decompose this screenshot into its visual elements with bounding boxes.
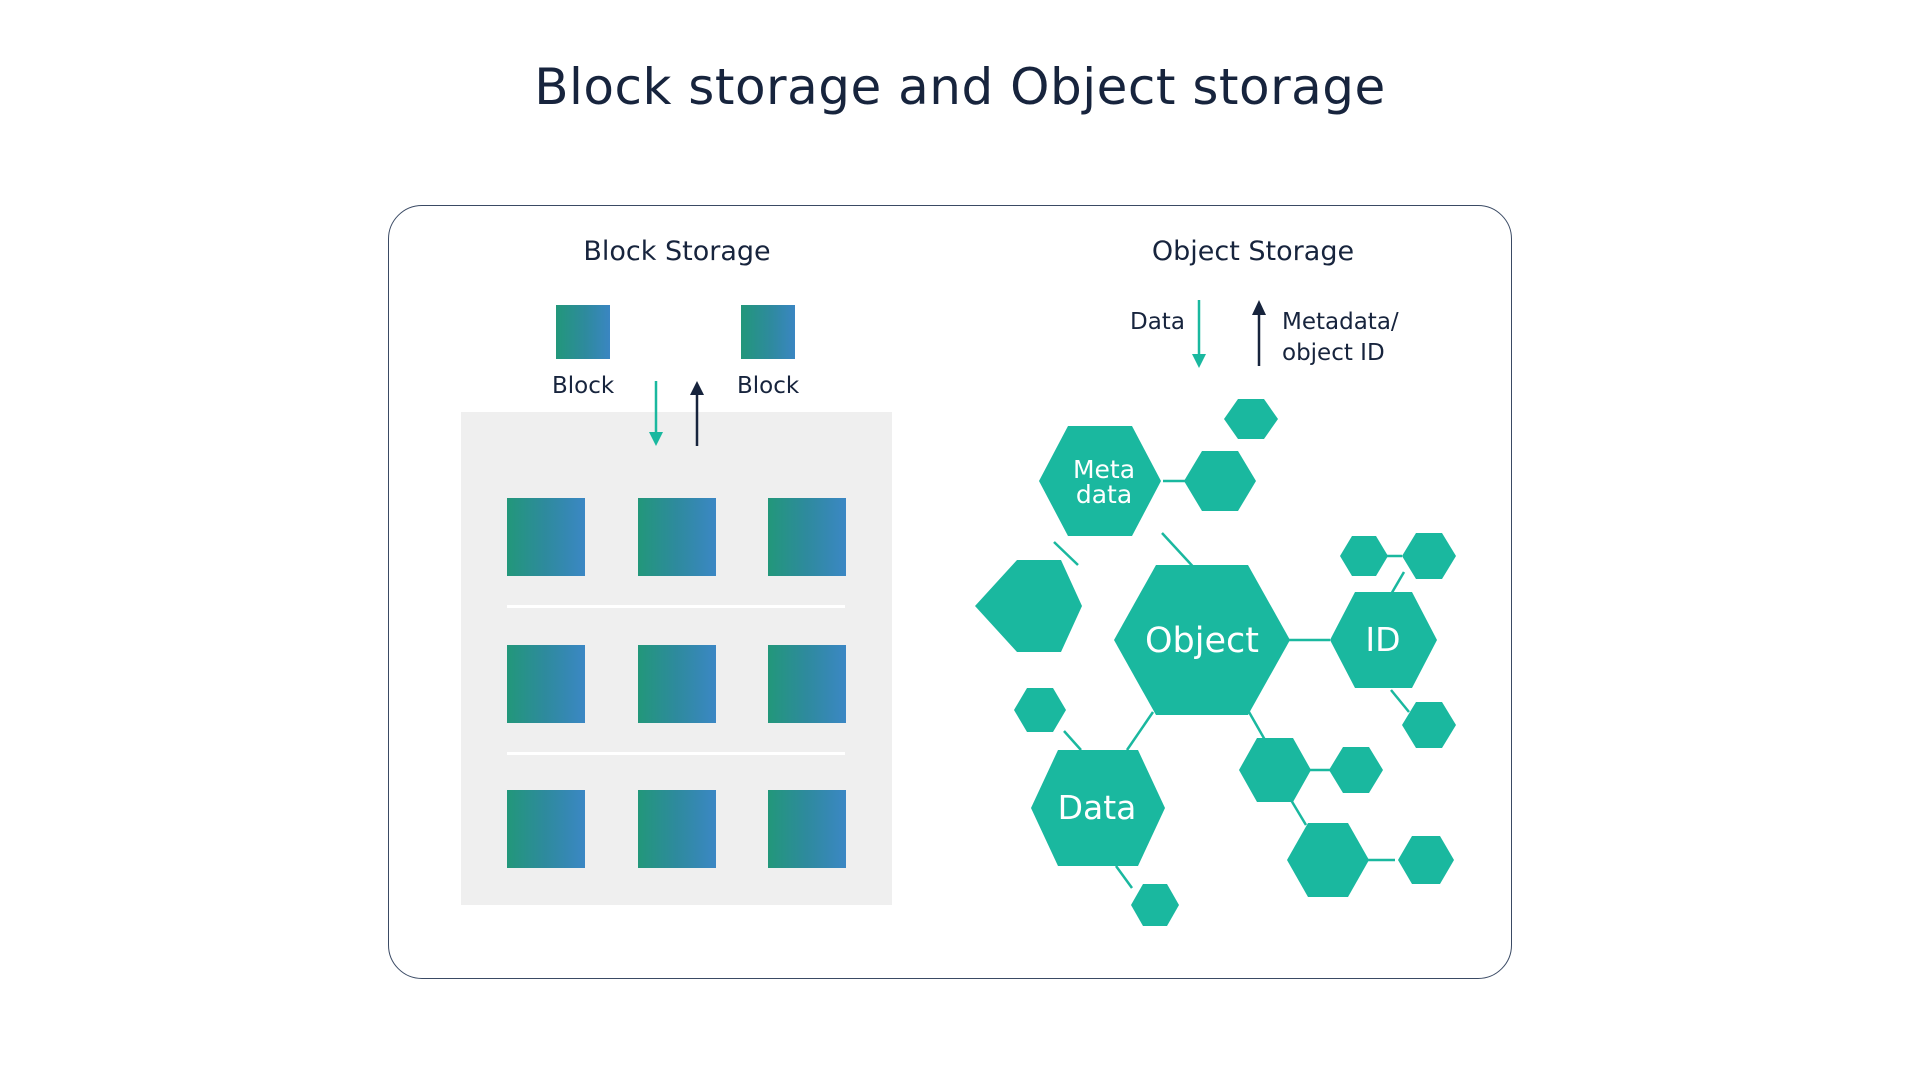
small-hexagon <box>1398 836 1454 884</box>
incoming-block-right <box>741 305 795 359</box>
small-hexagon <box>1329 747 1383 793</box>
incoming-block-left <box>556 305 610 359</box>
object-hexagon <box>1114 565 1290 715</box>
rack-divider <box>507 605 845 608</box>
small-hexagon <box>1402 533 1456 579</box>
object-hex-label: Object <box>1145 621 1259 661</box>
storage-block <box>638 498 716 576</box>
storage-block <box>768 498 846 576</box>
small-hexagon <box>1184 451 1256 511</box>
medium-hexagon <box>1239 738 1311 802</box>
storage-block <box>507 790 585 868</box>
small-hexagon <box>1402 702 1456 748</box>
small-hexagon <box>1224 399 1278 439</box>
block-label-left: Block <box>552 373 615 399</box>
data-hexagon <box>1031 750 1165 866</box>
object-storage-heading: Object Storage <box>1151 236 1355 267</box>
data-flow-label: Data <box>1130 309 1185 335</box>
medium-hexagon <box>1287 823 1369 897</box>
arrow-up-icon <box>690 381 704 446</box>
metadata-hex-label-line2: data <box>1076 480 1132 509</box>
block-label-right: Block <box>737 373 800 399</box>
small-hexagon <box>1014 688 1066 732</box>
metadata-flow-label-line2: object ID <box>1282 340 1385 366</box>
small-hexagon <box>1131 884 1179 926</box>
small-hexagon <box>1340 536 1388 576</box>
id-hexagon <box>1330 592 1437 688</box>
diagram-frame <box>388 205 1512 979</box>
storage-block <box>768 645 846 723</box>
metadata-hex-label-line1: Meta <box>1073 455 1135 484</box>
arrow-up-icon <box>1252 300 1266 366</box>
storage-block <box>638 790 716 868</box>
metadata-hexagon <box>1039 426 1161 536</box>
page-title: Block storage and Object storage <box>534 58 1386 116</box>
storage-block <box>768 790 846 868</box>
block-storage-heading: Block Storage <box>583 236 771 267</box>
metadata-flow-label-line1: Metadata/ <box>1282 309 1399 335</box>
data-hex-label: Data <box>1058 788 1137 827</box>
storage-block <box>507 498 585 576</box>
large-hexagon <box>975 560 1082 652</box>
rack-divider <box>507 752 845 755</box>
id-hex-label: ID <box>1365 620 1400 659</box>
arrow-down-icon <box>649 381 663 446</box>
storage-block <box>507 645 585 723</box>
storage-block <box>638 645 716 723</box>
arrow-down-icon <box>1192 300 1206 368</box>
hexagon-cluster <box>975 399 1456 926</box>
